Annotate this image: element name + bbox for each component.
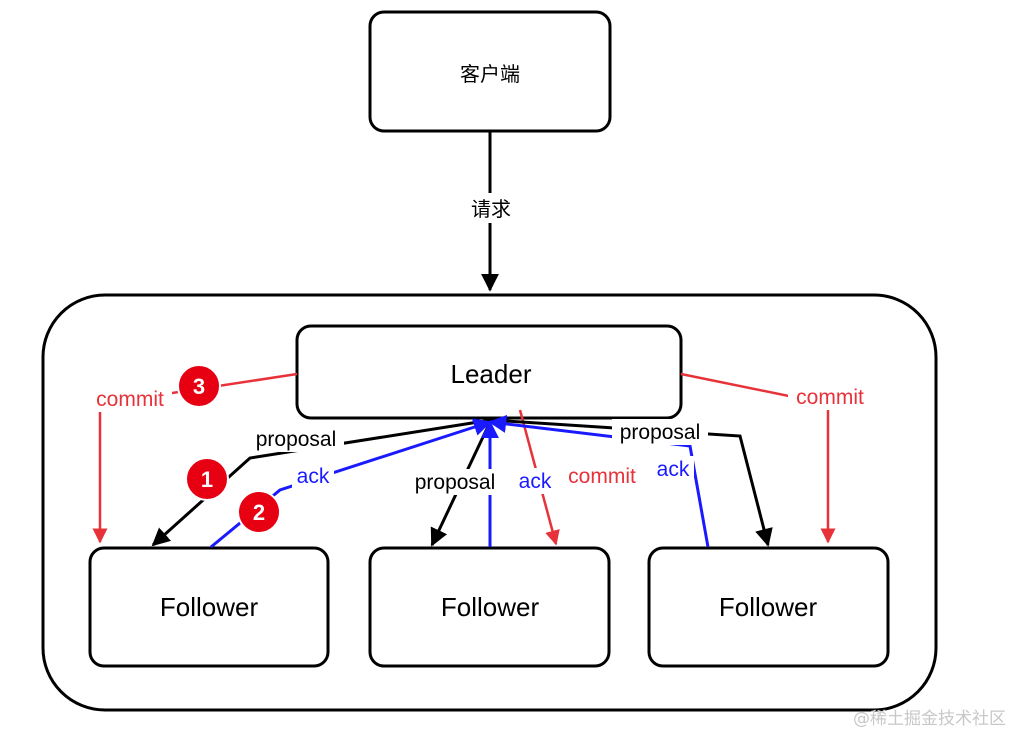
proposal-label-left-bg bbox=[248, 426, 344, 452]
ack-label-middle-bg bbox=[514, 468, 556, 494]
follower-node-2: Follower bbox=[368, 546, 611, 668]
leader-node: Leader bbox=[295, 324, 683, 420]
svg-text:1: 1 bbox=[201, 467, 213, 492]
follower-node-1: Follower bbox=[88, 546, 330, 668]
follower-label-1: Follower bbox=[160, 592, 259, 622]
svg-text:2: 2 bbox=[253, 500, 265, 525]
step-badge-2: 2 bbox=[237, 490, 281, 534]
commit-label-middle-bg bbox=[560, 463, 644, 489]
ack-label-left-bg bbox=[292, 463, 334, 489]
proposal-label-left: proposal bbox=[256, 428, 337, 451]
step-badge-1: 1 bbox=[185, 457, 229, 501]
watermark: @稀土掘金技术社区 bbox=[853, 709, 1006, 729]
commit-label-left: commit bbox=[96, 388, 164, 411]
ack-label-right: ack bbox=[657, 458, 690, 481]
ack-label-right-bg bbox=[652, 456, 694, 482]
commit-label-middle: commit bbox=[568, 465, 636, 488]
client-label: 客户端 bbox=[460, 62, 520, 86]
proposal-arrow-right bbox=[490, 418, 773, 547]
follower-label-2: Follower bbox=[441, 592, 540, 622]
step-badge-3: 3 bbox=[177, 364, 221, 408]
request-label: 请求 bbox=[471, 197, 511, 221]
commit-label-right: commit bbox=[796, 386, 864, 409]
proposal-arrow-left bbox=[151, 418, 492, 547]
follower-node-3: Follower bbox=[647, 546, 890, 668]
proposal-label-right-bg bbox=[612, 419, 708, 445]
proposal-label-right: proposal bbox=[620, 421, 701, 444]
ack-arrow-right bbox=[488, 414, 710, 548]
proposal-label-middle: proposal bbox=[415, 471, 496, 494]
client-node: 客户端 bbox=[368, 10, 612, 133]
commit-label-left-bg bbox=[88, 386, 172, 412]
follower-label-3: Follower bbox=[719, 592, 818, 622]
ack-label-middle: ack bbox=[519, 470, 552, 493]
request-label-bg bbox=[462, 193, 520, 223]
svg-text:3: 3 bbox=[193, 374, 205, 399]
leader-label: Leader bbox=[451, 359, 532, 389]
commit-label-right-bg bbox=[788, 384, 872, 410]
ack-label-left: ack bbox=[297, 465, 330, 488]
proposal-label-middle-bg bbox=[407, 469, 503, 495]
ack-arrow-left bbox=[210, 418, 492, 549]
